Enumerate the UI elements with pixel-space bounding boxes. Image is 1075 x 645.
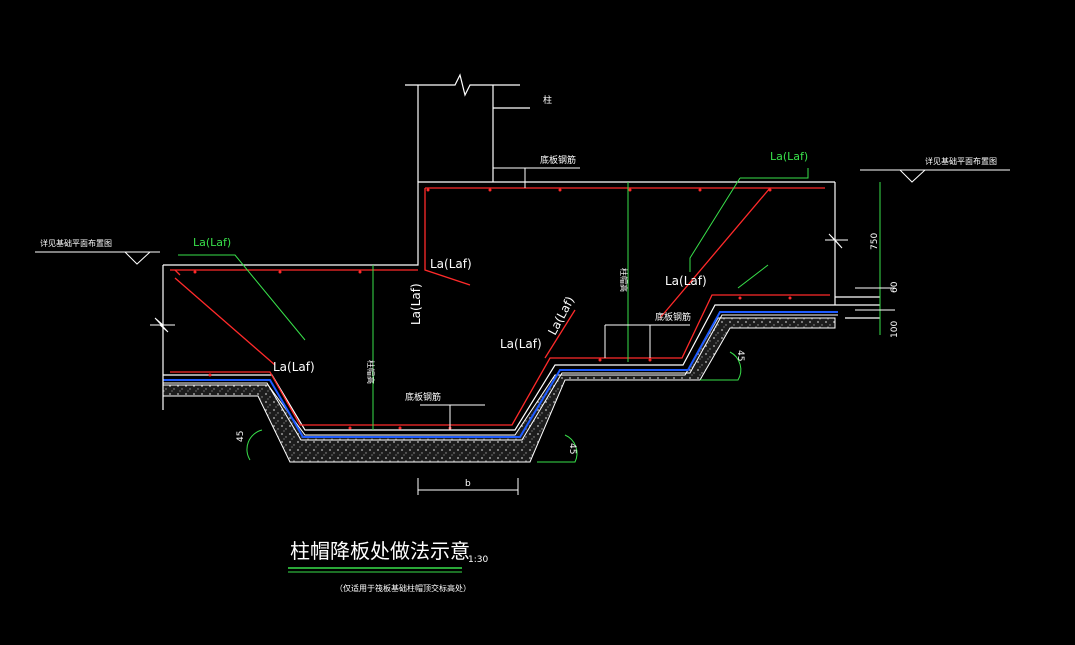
anchor-label-center-low: La(Laf) [500,337,542,351]
column-cap-height-right: 柱帽高 [619,268,629,292]
leader-lines [35,167,1010,495]
rebar-dots [193,188,792,430]
see-plan-label-right: 详见基础平面布置图 [925,156,997,166]
annotation-lines [178,168,881,463]
column-cap-height-left: 柱帽高 [366,360,376,384]
break-mark-left [150,317,175,333]
drawing-note: （仅适用于筏板基础柱帽顶交标高处） [335,583,471,593]
bottom-rebar-label-right: 底板钢筋 [655,311,691,323]
anchor-label-left-top: La(Laf) [193,236,231,249]
slab-outline [162,73,880,431]
dim-100: 100 [890,321,900,338]
bottom-rebar-label-bottom: 底板钢筋 [405,391,441,403]
concrete-cushion [162,317,836,463]
waterproof-membrane [163,311,838,438]
anchor-label-right-top: La(Laf) [770,150,808,163]
column-label: 柱 [543,94,552,106]
bottom-rebar-label-top: 底板钢筋 [540,154,576,166]
anchor-label-left-bottom: La(Laf) [273,360,315,374]
dim-750: 750 [870,233,880,250]
rebar-lines [170,187,830,426]
see-plan-label-left: 详见基础平面布置图 [40,238,112,248]
anchor-label-vertical: La(Laf) [409,283,423,325]
drawing-scale: 1:30 [468,555,488,565]
angle-center: 45 [567,443,577,454]
dim-b: b [465,479,471,489]
membrane-edge [163,314,838,441]
angle-right: 45 [735,350,745,361]
break-mark-right [825,233,848,249]
anchor-label-center-top: La(Laf) [430,257,472,271]
dim-60: 60 [890,281,900,293]
anchor-label-right-low: La(Laf) [665,274,707,288]
angle-left: 45 [236,431,246,442]
drawing-title: 柱帽降板处做法示意 [290,539,470,563]
